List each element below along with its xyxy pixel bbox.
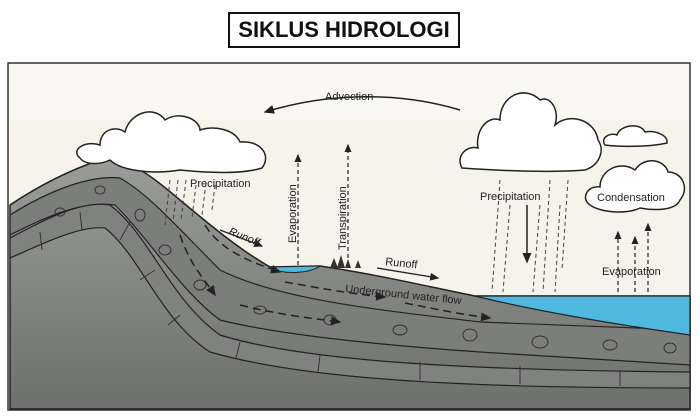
sky [9, 64, 689, 120]
rain-left [164, 179, 216, 226]
sea [474, 295, 691, 336]
underground-flow-arrows [179, 224, 492, 326]
diagram-title: SIKLUS HIDROLOGI [228, 12, 460, 48]
advection-arrow [263, 96, 461, 114]
label-runoff-right: Runoff [385, 256, 419, 271]
label-evaporation-left: Evaporation [287, 184, 299, 243]
cloud-small [603, 125, 668, 148]
runoff-arrow-right [376, 267, 440, 281]
runoff-arrow-left [219, 229, 264, 247]
label-condensation: Condensation [597, 192, 665, 204]
trees-icon [330, 255, 361, 268]
label-precipitation-left: Precipitation [190, 178, 251, 190]
gravel-layer [9, 177, 691, 366]
rock-layer [9, 203, 691, 389]
cloud-left [76, 111, 267, 174]
cloud-right-large [459, 92, 602, 173]
label-precipitation-right: Precipitation [480, 191, 541, 203]
rock-joints [39, 211, 621, 386]
evaporation-arrows-right [614, 222, 652, 292]
label-advection: Advection [325, 91, 373, 103]
label-transpiration: Transpiration [337, 186, 349, 250]
cloud-condensation [584, 160, 686, 213]
label-evaporation-right: Evaporation [602, 266, 661, 278]
rain-right [491, 179, 569, 293]
